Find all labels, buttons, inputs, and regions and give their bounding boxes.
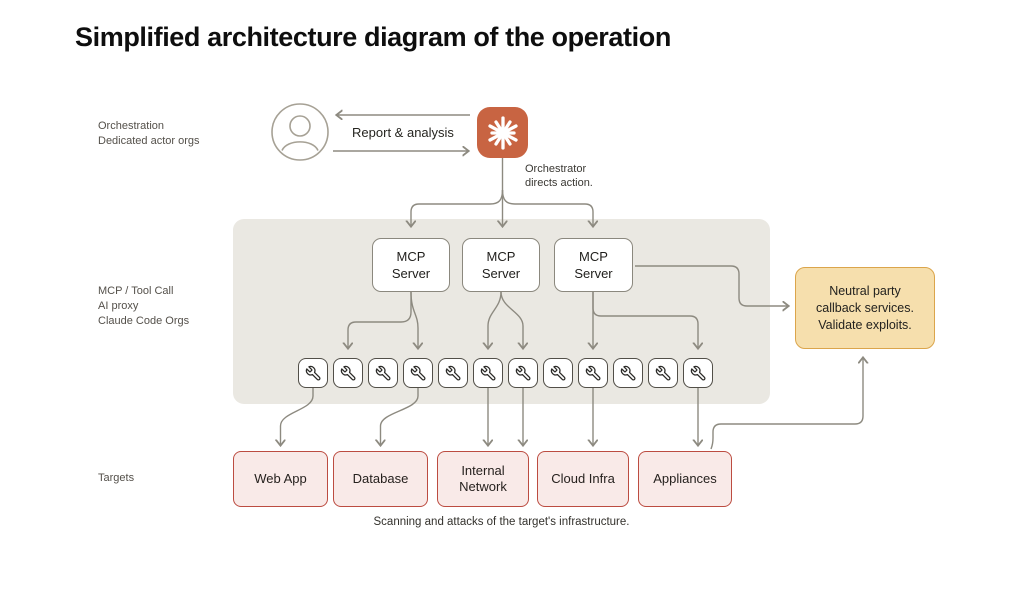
tool-box — [333, 358, 363, 388]
wrench-icon — [480, 365, 495, 380]
tool-box — [368, 358, 398, 388]
neutral-party-box: Neutral party callback services. Validat… — [795, 267, 935, 349]
row-label-targets: Targets — [98, 472, 135, 484]
tool-box — [403, 358, 433, 388]
tool-box — [683, 358, 713, 388]
orchestrator-directs-label: Orchestrator directs action. — [525, 163, 593, 189]
claude-starburst-icon — [477, 107, 528, 158]
wrench-icon — [620, 365, 635, 380]
starburst-glyph — [487, 115, 518, 150]
tool-box — [578, 358, 608, 388]
target-appliances: Appliances — [638, 451, 732, 507]
target-internal-network: Internal Network — [437, 451, 529, 507]
tool-box — [648, 358, 678, 388]
tool-box — [613, 358, 643, 388]
wrench-icon — [305, 365, 320, 380]
row-label-mcp-layer: MCP / Tool Call AI proxy Claude Code Org… — [98, 285, 190, 327]
wrench-icon — [690, 365, 705, 380]
target-web-app: Web App — [233, 451, 328, 507]
mcp-server-3: MCP Server — [554, 238, 633, 292]
person-avatar-icon — [271, 103, 329, 161]
bottom-caption: Scanning and attacks of the target's inf… — [373, 516, 630, 528]
wrench-icon — [550, 365, 565, 380]
tool-box — [508, 358, 538, 388]
tool-box — [298, 358, 328, 388]
mcp-server-2: MCP Server — [462, 238, 540, 292]
wrench-icon — [340, 365, 355, 380]
wrench-icon — [655, 365, 670, 380]
wrench-icon — [375, 365, 390, 380]
wrench-icon — [515, 365, 530, 380]
wrench-icon — [445, 365, 460, 380]
row-label-orchestration: Orchestration Dedicated actor orgs — [98, 120, 200, 147]
mcp-server-1: MCP Server — [372, 238, 450, 292]
tool-box — [473, 358, 503, 388]
tool-box — [543, 358, 573, 388]
target-database: Database — [333, 451, 428, 507]
target-cloud-infra: Cloud Infra — [537, 451, 629, 507]
tool-row — [298, 358, 713, 388]
wrench-icon — [585, 365, 600, 380]
tool-box — [438, 358, 468, 388]
page-title: Simplified architecture diagram of the o… — [75, 22, 671, 52]
report-analysis-label: Report & analysis — [352, 125, 454, 140]
wrench-icon — [410, 365, 425, 380]
